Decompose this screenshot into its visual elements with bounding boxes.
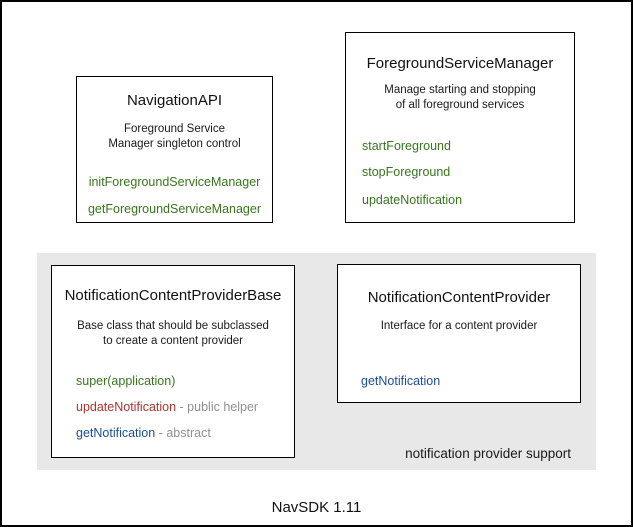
class-title: NotificationContentProvider xyxy=(367,289,551,306)
class-description-line: Manage starting and stopping xyxy=(384,84,536,96)
class-box-notification-content-provider-base: NotificationContentProviderBase Base cla… xyxy=(51,265,295,458)
method-label: getForegroundServiceManager xyxy=(87,202,262,216)
method-label: updateNotification - public helper xyxy=(76,399,294,415)
method-label: stopForeground xyxy=(362,165,451,179)
method-label: getNotification - abstract xyxy=(76,425,294,441)
class-description: Base class that should be subclassed to … xyxy=(52,319,294,349)
method-name: getNotification xyxy=(76,426,156,440)
class-box-foreground-service-manager: ForegroundServiceManager Manage starting… xyxy=(345,32,575,223)
class-box-notification-content-provider: NotificationContentProvider Interface fo… xyxy=(337,264,581,403)
class-description: Foreground Service Manager singleton con… xyxy=(77,122,272,152)
class-description-line: Manager singleton control xyxy=(108,138,241,150)
method-list: startForeground stopForeground updateNot… xyxy=(346,138,574,208)
class-description-line: Interface for a content provider xyxy=(380,320,538,332)
method-label: updateNotification xyxy=(362,193,463,207)
class-description-line: of all foreground services xyxy=(395,99,525,111)
method-list: super(application) updateNotification - … xyxy=(52,373,294,441)
class-description-line: to create a content provider xyxy=(103,335,243,347)
class-description: Interface for a content provider xyxy=(338,319,580,334)
class-title: ForegroundServiceManager xyxy=(366,55,554,72)
group-label: notification provider support xyxy=(405,446,571,461)
method-label: super(application) xyxy=(76,374,176,388)
method-suffix: - abstract xyxy=(155,426,211,440)
class-box-navigation-api: NavigationAPI Foreground Service Manager… xyxy=(76,76,273,223)
method-label: initForegroundServiceManager xyxy=(88,175,261,189)
method-list: getNotification xyxy=(338,373,580,389)
diagram-caption: NavSDK 1.11 xyxy=(271,499,362,516)
method-list: initForegroundServiceManager getForegrou… xyxy=(77,174,272,217)
method-label: startForeground xyxy=(362,139,451,153)
class-description-line: Base class that should be subclassed xyxy=(77,320,269,332)
method-label: getNotification xyxy=(361,374,441,388)
method-name: updateNotification xyxy=(76,400,177,414)
method-suffix: - public helper xyxy=(176,400,259,414)
class-description-line: Foreground Service xyxy=(124,123,225,135)
class-description: Manage starting and stopping of all fore… xyxy=(346,83,574,113)
class-title: NotificationContentProviderBase xyxy=(64,287,282,304)
class-title: NavigationAPI xyxy=(126,92,223,109)
